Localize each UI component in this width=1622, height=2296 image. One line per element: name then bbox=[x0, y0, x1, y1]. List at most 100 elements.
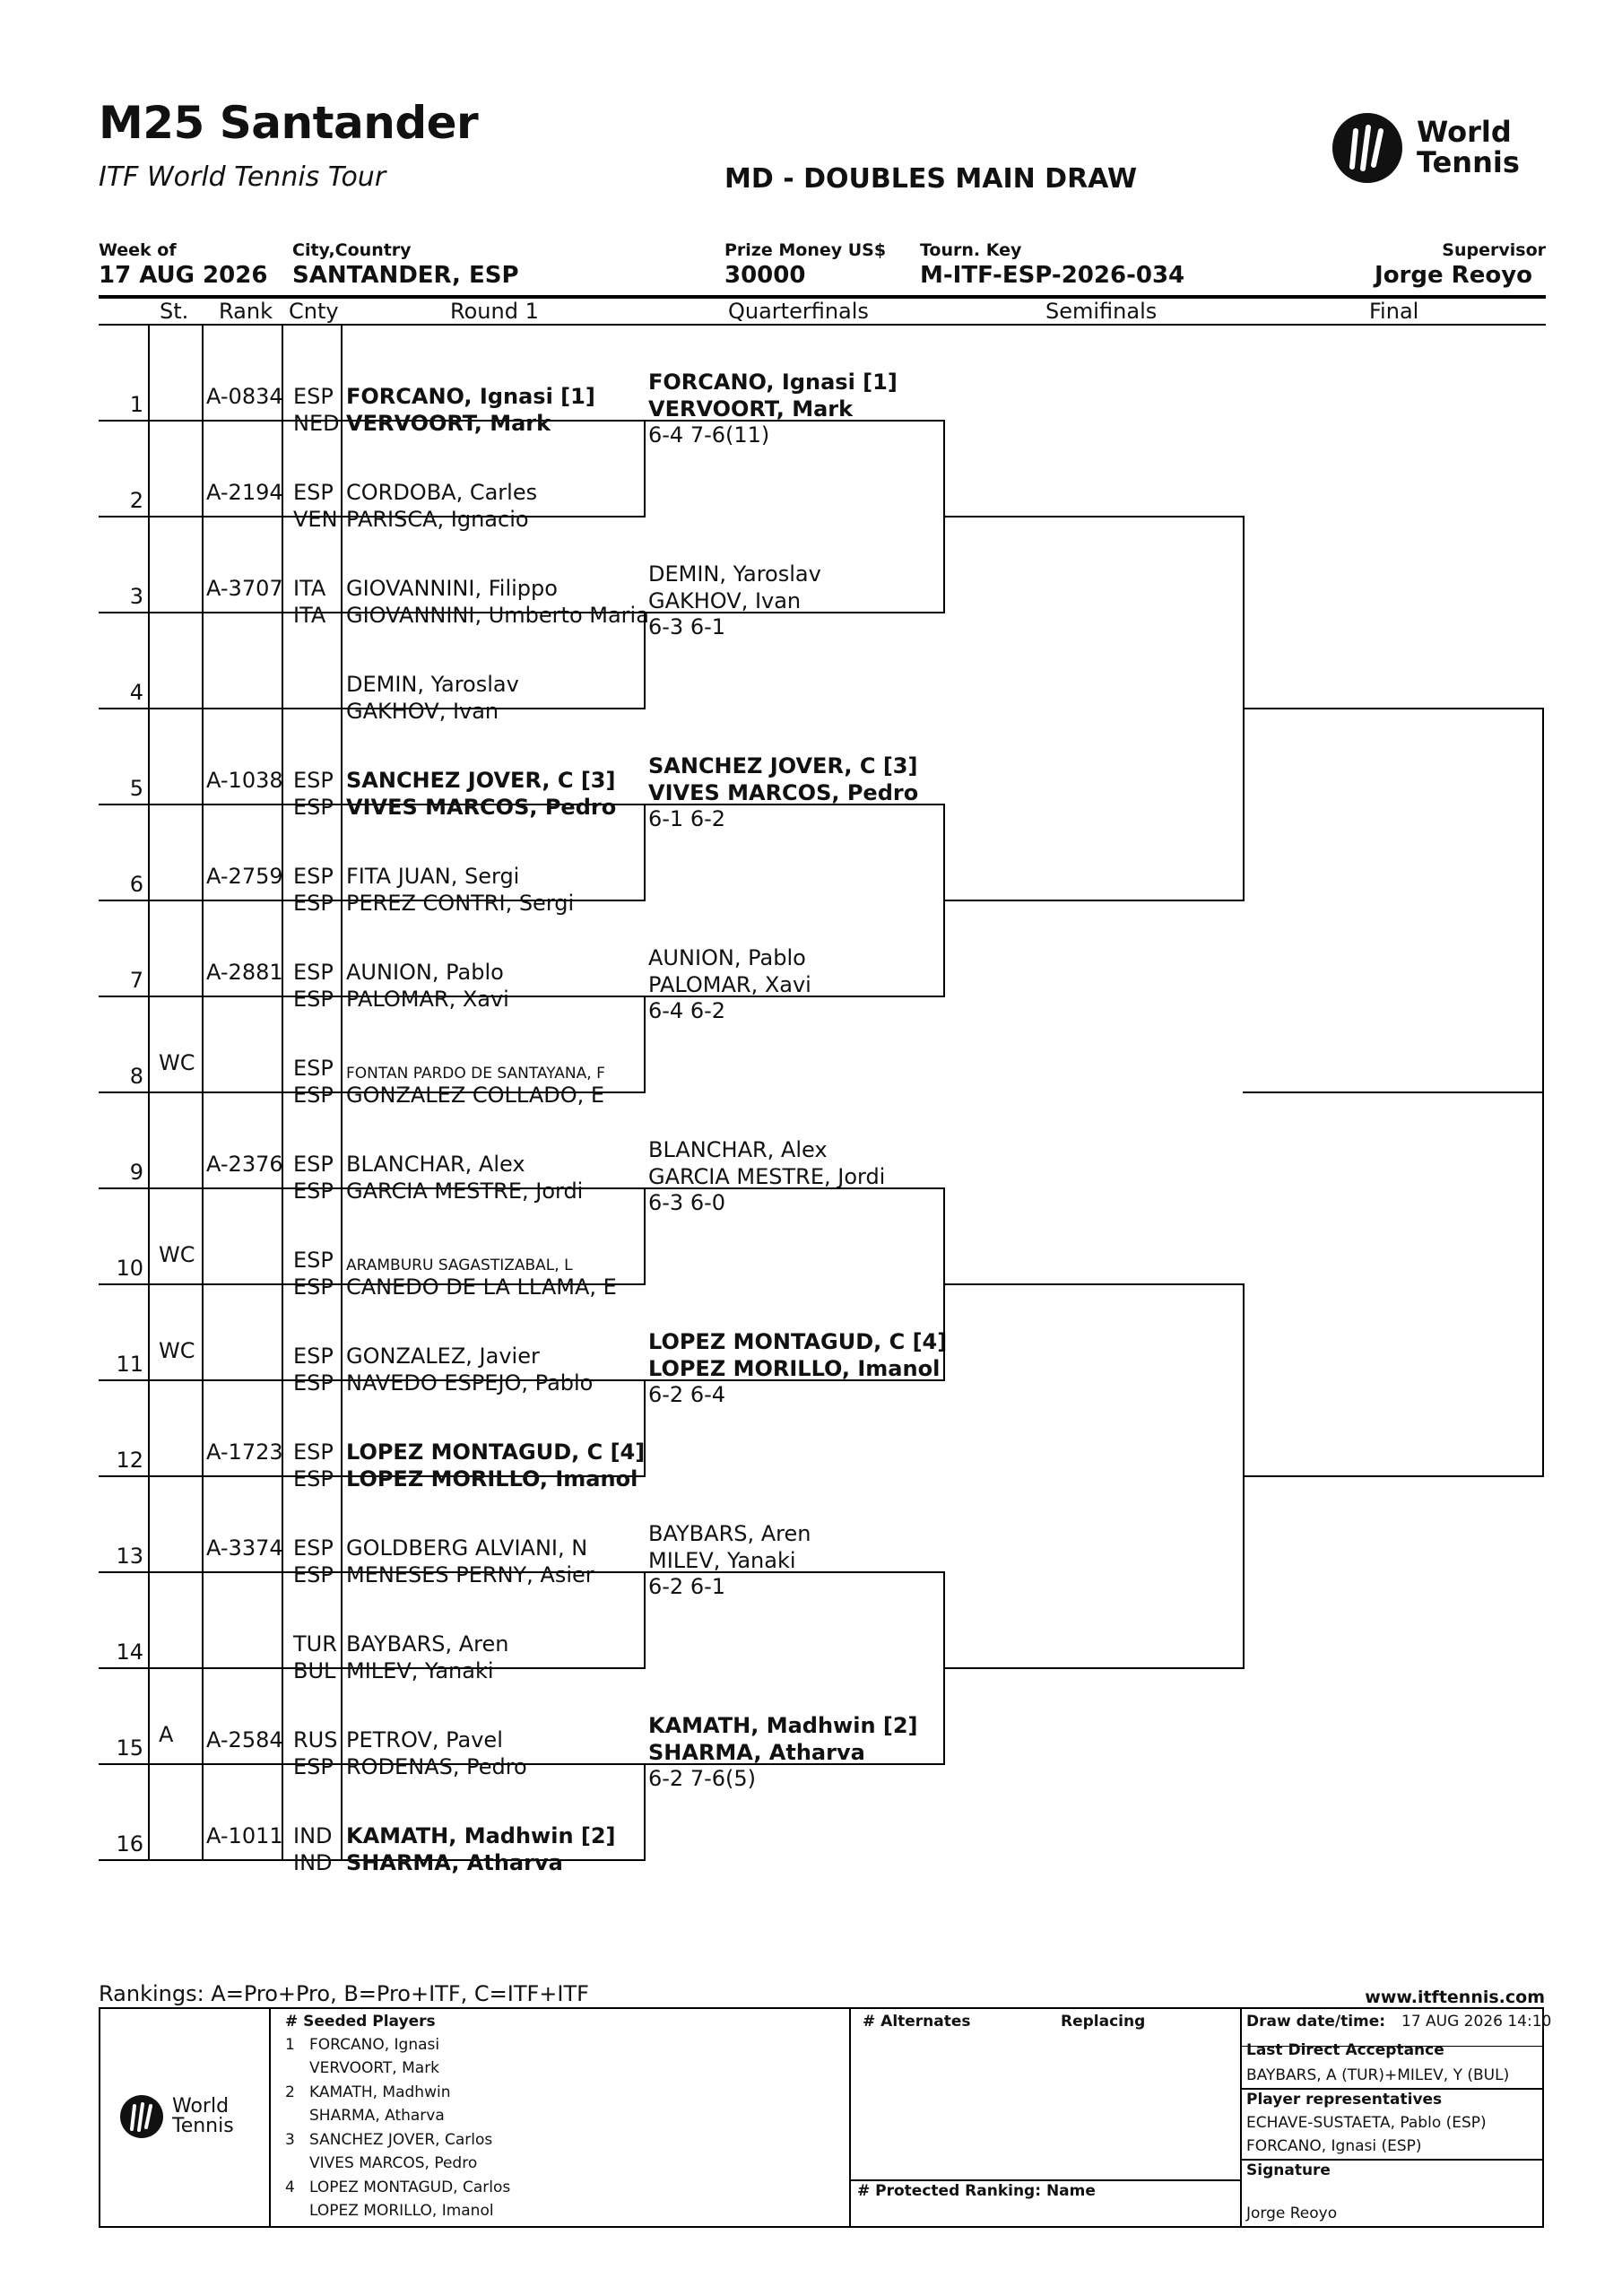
seed-player-1: FORCANO, Ignasi bbox=[309, 2036, 440, 2054]
grid-line-3 bbox=[341, 326, 343, 1861]
qf-winner-player-1: BAYBARS, Aren bbox=[648, 1521, 811, 1546]
seed-player-2: SHARMA, Atharva bbox=[309, 2107, 445, 2125]
draw-line-number: 10 bbox=[116, 1256, 143, 1281]
bracket-connector-r1 bbox=[644, 1571, 646, 1669]
qf-winner-player-1: SANCHEZ JOVER, C [3] bbox=[648, 753, 918, 778]
player-1-name: SANCHEZ JOVER, C [3] bbox=[346, 768, 616, 793]
last-direct-acceptance-label: Last Direct Acceptance bbox=[1246, 2041, 1444, 2059]
entry-rule bbox=[99, 1859, 644, 1861]
entry-country-2: IND bbox=[293, 1850, 333, 1875]
draw-line-number: 16 bbox=[116, 1831, 143, 1857]
player-2-name: PARISCA, Ignacio bbox=[346, 507, 529, 532]
grid-line-2 bbox=[282, 326, 283, 1861]
bracket-connector-r1 bbox=[644, 1187, 646, 1285]
logo-mark-icon bbox=[1332, 113, 1402, 183]
entry-status: WC bbox=[159, 1050, 195, 1075]
draw-line-number: 12 bbox=[116, 1448, 143, 1473]
qf-winner-player-2: VERVOORT, Mark bbox=[648, 396, 854, 422]
player-reps-label: Player representatives bbox=[1246, 2091, 1443, 2109]
entry-country-2: ESP bbox=[293, 1370, 334, 1396]
entry-country-2: ESP bbox=[293, 1466, 334, 1492]
qf-score: 6-2 6-4 bbox=[648, 1382, 726, 1407]
player-2-name: RODENAS, Pedro bbox=[346, 1754, 527, 1779]
entry-country-1: ESP bbox=[293, 1439, 334, 1465]
entry-country-2: NED bbox=[293, 411, 340, 436]
entry-rank: A-2759 bbox=[206, 864, 283, 889]
rankings-legend: Rankings: A=Pro+Pro, B=Pro+ITF, C=ITF+IT… bbox=[99, 1981, 589, 2006]
entry-rule bbox=[99, 996, 644, 997]
player-1-name: GIOVANNINI, Filippo bbox=[346, 576, 558, 601]
qf-winner-player-2: GAKHOV, Ivan bbox=[648, 588, 802, 613]
player-2-name: GONZALEZ COLLADO, E bbox=[346, 1083, 605, 1108]
supervisor-value: Jorge Reoyo bbox=[1375, 262, 1532, 289]
qf-score: 6-2 7-6(5) bbox=[648, 1766, 757, 1791]
entry-rule bbox=[99, 804, 644, 805]
entry-rank: A-3374 bbox=[206, 1535, 283, 1561]
bracket-connector-r1 bbox=[644, 1379, 646, 1477]
draw-line-number: 4 bbox=[129, 680, 143, 705]
bracket-connector-r1 bbox=[644, 804, 646, 901]
entry-rule bbox=[99, 516, 644, 517]
key-value: M-ITF-ESP-2026-034 bbox=[920, 262, 1185, 289]
seed-number: 3 bbox=[285, 2131, 295, 2149]
entry-rule bbox=[99, 708, 644, 709]
entry-rank: A-1723 bbox=[206, 1439, 283, 1465]
qf-winner-player-2: PALOMAR, Xavi bbox=[648, 972, 811, 997]
entry-country-1: IND bbox=[293, 1823, 333, 1848]
final-line bbox=[1243, 1475, 1542, 1477]
sf-winner-line bbox=[943, 900, 1243, 901]
player-1-name: BAYBARS, Aren bbox=[346, 1631, 509, 1657]
city-value: SANTANDER, ESP bbox=[292, 262, 519, 289]
draw-line-number: 15 bbox=[116, 1735, 143, 1761]
entry-rank: A-3707 bbox=[206, 576, 283, 601]
prize-label: Prize Money US$ bbox=[724, 240, 887, 260]
entry-country-1: ESP bbox=[293, 960, 334, 985]
entry-rule bbox=[99, 1475, 644, 1477]
qf-winner-player-1: LOPEZ MONTAGUD, C [4] bbox=[648, 1329, 948, 1354]
sf-winner-line bbox=[943, 516, 1243, 517]
player-2-name: GIOVANNINI, Umberto Maria bbox=[346, 603, 649, 628]
player-1-name: LOPEZ MONTAGUD, C [4] bbox=[346, 1439, 646, 1465]
draw-date-label: Draw date/time: bbox=[1246, 2013, 1386, 2031]
seed-player-1: LOPEZ MONTAGUD, Carlos bbox=[309, 2179, 511, 2196]
entry-country-1: ESP bbox=[293, 1152, 334, 1177]
qf-winner-line bbox=[645, 612, 945, 613]
qf-winner-player-1: FORCANO, Ignasi [1] bbox=[648, 370, 898, 395]
player-1-name: DEMIN, Yaroslav bbox=[346, 672, 519, 697]
footer-logo-text: World Tennis bbox=[172, 2095, 234, 2137]
signature-label: Signature bbox=[1246, 2161, 1331, 2179]
last-direct-acceptance-value: BAYBARS, A (TUR)+MILEV, Y (BUL) bbox=[1246, 2066, 1510, 2084]
player-1-name: KAMATH, Madhwin [2] bbox=[346, 1823, 616, 1848]
qf-winner-line bbox=[645, 1379, 945, 1381]
week-value: 17 AUG 2026 bbox=[99, 262, 268, 289]
qf-winner-player-2: LOPEZ MORILLO, Imanol bbox=[648, 1356, 941, 1381]
bracket-connector-r1 bbox=[644, 996, 646, 1093]
col-round1: Round 1 bbox=[450, 299, 539, 324]
entry-rule bbox=[99, 1187, 644, 1189]
entry-rank: A-1038 bbox=[206, 768, 283, 793]
qf-score: 6-2 6-1 bbox=[648, 1574, 726, 1599]
qf-winner-line bbox=[645, 1763, 945, 1765]
player-2-name: MENESES PERNY, Asier bbox=[346, 1562, 594, 1587]
qf-winner-line bbox=[645, 804, 945, 805]
draw-line-number: 9 bbox=[129, 1160, 143, 1185]
qf-score: 6-1 6-2 bbox=[648, 806, 726, 831]
seed-player-2: VERVOORT, Mark bbox=[309, 2059, 440, 2077]
seed-player-1: KAMATH, Madhwin bbox=[309, 2083, 451, 2101]
column-header-rule bbox=[99, 324, 1546, 326]
city-label: City,Country bbox=[292, 240, 412, 260]
entry-country-1: ESP bbox=[293, 864, 334, 889]
entry-country-1: ESP bbox=[293, 480, 334, 505]
seed-number: 2 bbox=[285, 2083, 295, 2101]
seed-player-2: LOPEZ MORILLO, Imanol bbox=[309, 2202, 494, 2220]
entry-status: WC bbox=[159, 1338, 195, 1363]
sf-winner-line bbox=[943, 1283, 1243, 1285]
entry-rule bbox=[99, 420, 644, 422]
champion-line bbox=[1243, 1091, 1544, 1093]
entry-country-2: ESP bbox=[293, 795, 334, 820]
website-link[interactable]: www.itftennis.com bbox=[1365, 1987, 1545, 2007]
draw-date-value: 17 AUG 2026 14:10 bbox=[1401, 2013, 1552, 2031]
seeded-players-header: # Seeded Players bbox=[285, 2013, 436, 2031]
draw-line-number: 14 bbox=[116, 1639, 143, 1665]
entry-country-2: ESP bbox=[293, 891, 334, 916]
